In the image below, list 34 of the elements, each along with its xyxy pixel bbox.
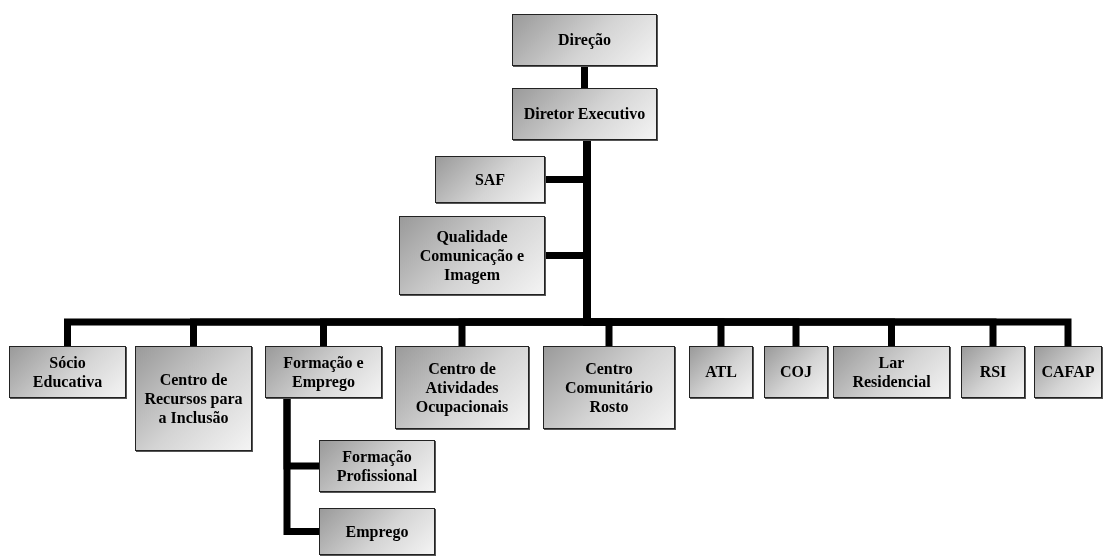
connector-line bbox=[581, 66, 588, 88]
org-box bbox=[961, 346, 1025, 398]
org-box bbox=[543, 346, 675, 429]
org-box bbox=[395, 346, 529, 429]
org-box bbox=[265, 346, 382, 398]
org-box bbox=[689, 346, 753, 398]
box-label: ATL bbox=[705, 362, 737, 382]
box-label: Emprego bbox=[345, 521, 409, 542]
box-label: RSI bbox=[979, 362, 1007, 382]
box-label: COJ bbox=[780, 362, 812, 382]
org-box bbox=[135, 346, 252, 451]
box-label: Centro de Recursos para a Inclusão bbox=[144, 369, 243, 428]
box-label: Direção bbox=[558, 30, 611, 50]
box-label: Diretor Executivo bbox=[523, 104, 646, 124]
connector-line bbox=[583, 140, 1072, 346]
org-box bbox=[435, 156, 545, 203]
box-label: Lar Residencial bbox=[851, 352, 932, 392]
box-label: SAF bbox=[474, 169, 506, 190]
box-label: Centro de Atividades Ocupacionais bbox=[414, 358, 510, 417]
org-box bbox=[9, 346, 126, 398]
org-box bbox=[833, 346, 950, 398]
org-box bbox=[319, 440, 435, 492]
org-box bbox=[1034, 346, 1102, 398]
org-box bbox=[512, 14, 657, 66]
box-label: Centro Comunitário Rosto bbox=[564, 358, 654, 417]
box-label: CAFAP bbox=[1041, 362, 1095, 382]
org-box bbox=[512, 88, 657, 140]
box-label: Formação e Emprego bbox=[282, 352, 365, 392]
org-box bbox=[319, 508, 435, 555]
box-label: Qualidade Comunicação e Imagem bbox=[418, 226, 526, 285]
box-label: Formação Profissional bbox=[335, 446, 419, 486]
org-box bbox=[764, 346, 828, 398]
org-box bbox=[399, 216, 545, 295]
box-label: Sócio Educativa bbox=[31, 352, 104, 392]
